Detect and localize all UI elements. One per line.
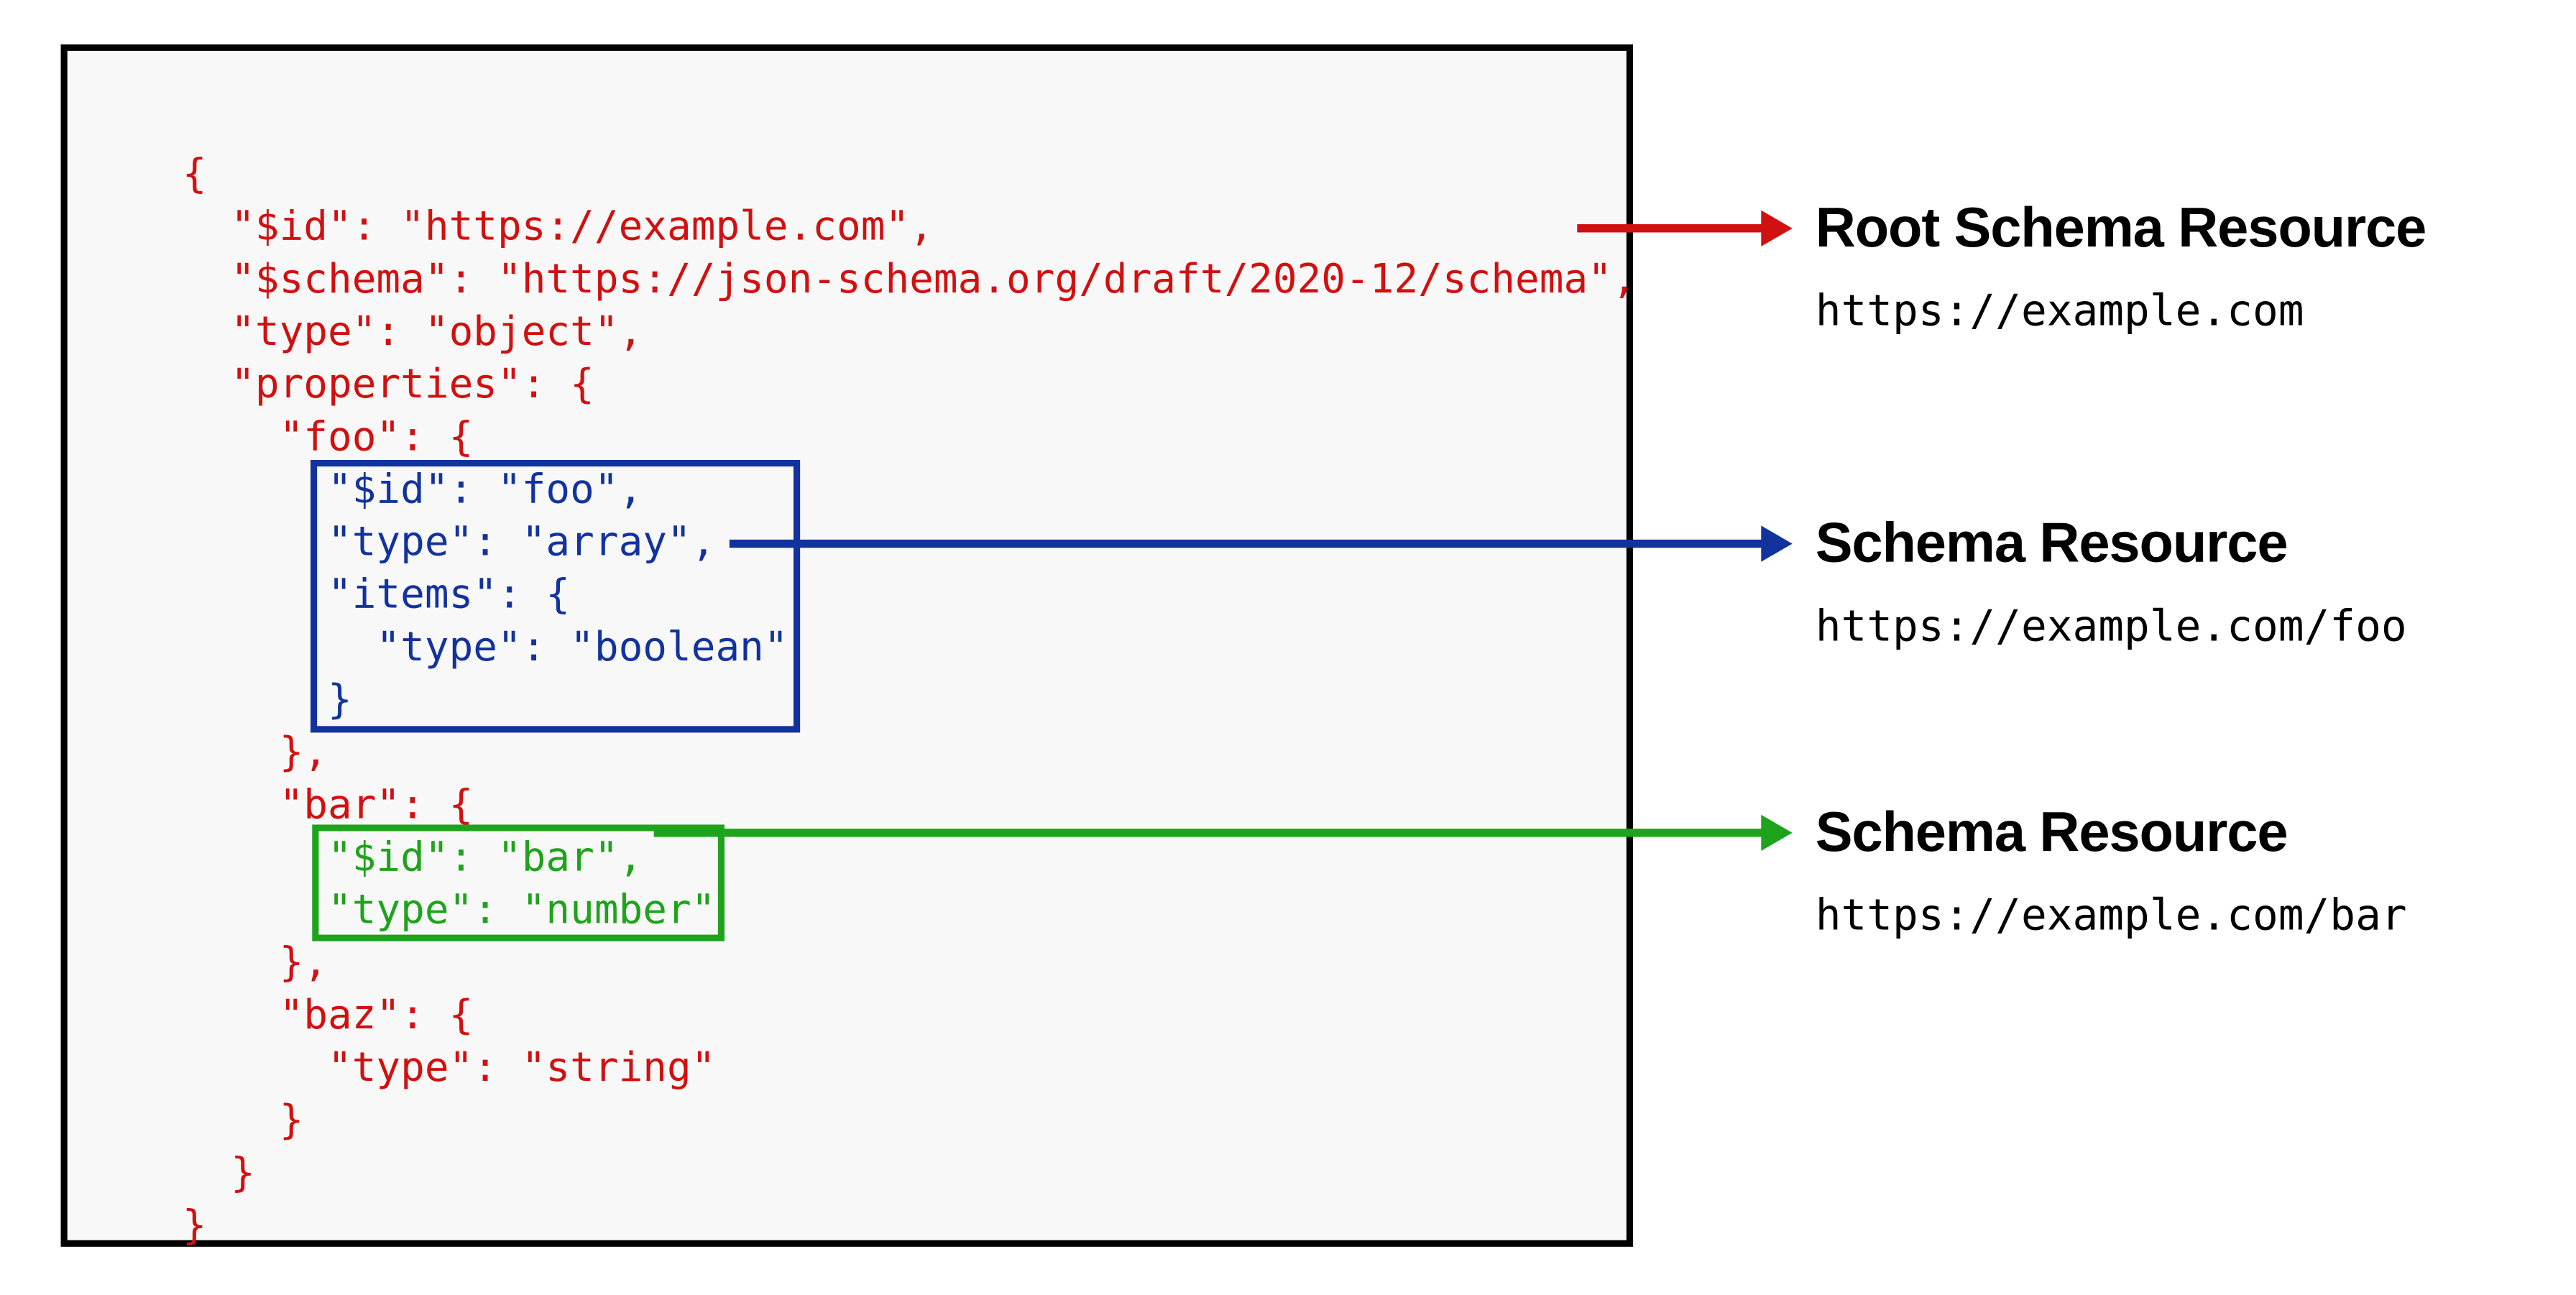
root-schema-arrow-shaft bbox=[1577, 223, 1765, 233]
callout-bar-url: https://example.com/bar bbox=[1815, 892, 2407, 941]
code-line: } bbox=[182, 1200, 207, 1249]
code-line: "type": "number" bbox=[182, 885, 716, 934]
root-schema-arrowhead-icon bbox=[1761, 210, 1793, 246]
code-line: } bbox=[182, 675, 352, 723]
callout-foo-url: https://example.com/foo bbox=[1815, 602, 2407, 653]
foo-schema-highlight-box bbox=[310, 459, 801, 733]
callout-foo-title: Schema Resource bbox=[1815, 512, 2288, 575]
code-line: } bbox=[182, 1148, 255, 1196]
code-line: "foo": { bbox=[182, 412, 474, 460]
code-line: "items": { bbox=[182, 570, 571, 618]
bar-schema-arrowhead-icon bbox=[1761, 814, 1793, 851]
code-line: "type": "object", bbox=[182, 307, 643, 355]
code-line: "type": "boolean" bbox=[182, 622, 788, 670]
code-line: "$id": "foo", bbox=[182, 464, 643, 513]
schema-code: { "$id": "https://example.com", "$schema… bbox=[183, 148, 1637, 1252]
code-line: "baz": { bbox=[182, 990, 474, 1038]
code-line: }, bbox=[182, 938, 328, 986]
code-line: "bar": { bbox=[182, 780, 474, 828]
callout-root-title: Root Schema Resource bbox=[1815, 197, 2427, 260]
code-line: "type": "string" bbox=[182, 1043, 716, 1091]
code-line: "$schema": "https://json-schema.org/draf… bbox=[182, 254, 1637, 303]
schema-code-panel: { "$id": "https://example.com", "$schema… bbox=[60, 44, 1637, 1248]
code-line: } bbox=[182, 1095, 304, 1143]
code-line: { bbox=[182, 149, 207, 198]
code-line: "type": "array", bbox=[182, 517, 716, 566]
bar-schema-highlight-box bbox=[312, 824, 724, 941]
callout-bar-title: Schema Resource bbox=[1815, 801, 2288, 865]
bar-schema-arrow-shaft bbox=[653, 829, 1765, 837]
code-line: "$id": "bar", bbox=[182, 832, 643, 881]
code-line: "properties": { bbox=[182, 359, 594, 407]
foo-schema-arrowhead-icon bbox=[1761, 525, 1793, 562]
code-line: "$id": "https://example.com", bbox=[182, 202, 934, 250]
callout-root-url: https://example.com bbox=[1815, 287, 2304, 337]
code-line: }, bbox=[182, 727, 328, 775]
foo-schema-arrow-shaft bbox=[729, 539, 1765, 548]
